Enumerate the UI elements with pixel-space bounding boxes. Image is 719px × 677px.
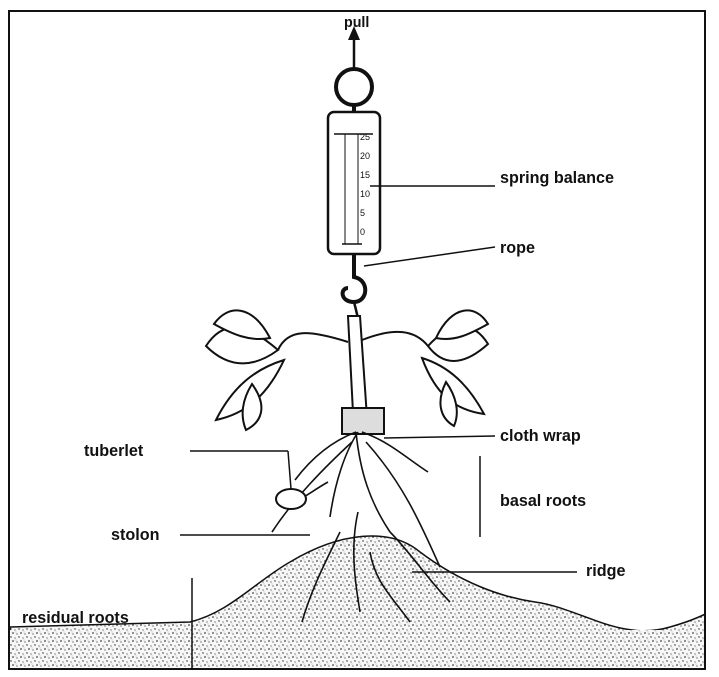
label-basal-roots: basal roots bbox=[500, 492, 586, 509]
label-stolon: stolon bbox=[111, 526, 159, 543]
soil-base bbox=[10, 630, 706, 670]
label-residual-roots: residual roots bbox=[22, 609, 129, 626]
balance-ring bbox=[336, 26, 372, 112]
scale-tick: 15 bbox=[360, 170, 370, 180]
scale-tick: 25 bbox=[360, 132, 370, 142]
spring-balance-body bbox=[328, 112, 380, 302]
label-spring-balance: spring balance bbox=[500, 169, 614, 186]
label-pull: pull bbox=[344, 15, 369, 30]
label-rope: rope bbox=[500, 239, 535, 256]
scale-tick: 0 bbox=[360, 227, 365, 237]
scale-tick: 5 bbox=[360, 208, 365, 218]
scale-tick: 10 bbox=[360, 189, 370, 199]
label-cloth-wrap: cloth wrap bbox=[500, 427, 581, 444]
cloth-wrap bbox=[342, 408, 384, 434]
diagram-frame: 25 20 15 10 5 0 bbox=[8, 10, 706, 670]
scale-tick: 20 bbox=[360, 151, 370, 161]
tuberlet-shape bbox=[276, 489, 306, 509]
label-ridge: ridge bbox=[586, 562, 625, 579]
label-tuberlet: tuberlet bbox=[84, 442, 143, 459]
